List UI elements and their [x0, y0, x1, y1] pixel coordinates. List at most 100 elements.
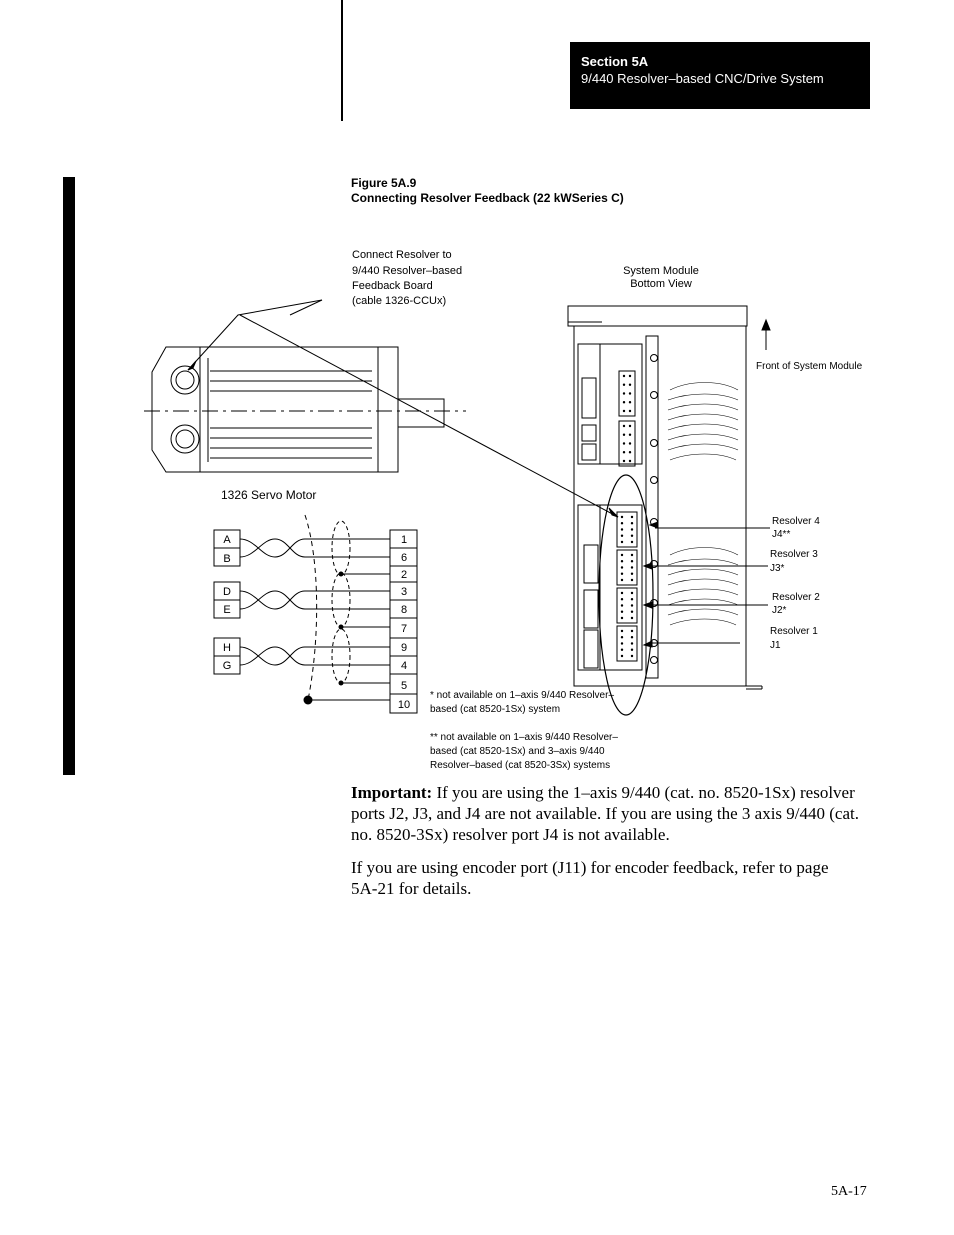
motor-pin-h: H: [223, 642, 231, 654]
connector-pin-dot: [620, 604, 624, 607]
connector-pin-dot: [620, 598, 624, 601]
board-pin-1: 1: [401, 534, 407, 546]
connector-pin-dot: [620, 522, 624, 525]
resolver-1-port: J1: [770, 640, 781, 651]
connector-pin-dot: [620, 515, 624, 519]
callout-line-2: 9/440 Resolver–based: [352, 265, 462, 277]
note-double-line-3: Resolver–based (cat 8520-3Sx) systems: [430, 760, 610, 771]
connector-pin-dot: [620, 534, 624, 537]
resolver-4-name: Resolver 4: [772, 516, 820, 527]
connector-pin-dot: [630, 654, 634, 658]
connector-pin-dot: [620, 528, 624, 531]
connector-pin-dot: [622, 409, 626, 413]
board-pin-9: 9: [401, 642, 407, 654]
connector-pin-dot: [628, 459, 632, 463]
connector-pin-dot: [630, 553, 634, 557]
connector-pin-dot: [630, 648, 634, 651]
important-label: Important:: [351, 783, 433, 802]
connector-pin-dot: [628, 374, 632, 378]
module-view-line-2: Bottom View: [630, 278, 692, 290]
connector-pin-dot: [620, 654, 624, 658]
connector-pin-dot: [622, 424, 626, 428]
board-pin-8: 8: [401, 604, 407, 616]
connector-pin-dot: [622, 433, 626, 436]
connector-pin-dot: [630, 604, 634, 607]
connector-pin-dot: [630, 566, 634, 569]
front-label: Front of System Module: [756, 361, 863, 372]
motor-pin-boxes: [213, 529, 241, 675]
note-single-line-1: * not available on 1–axis 9/440 Resolver…: [430, 690, 614, 701]
connector-pin-dot: [630, 572, 634, 575]
board-pin-4: 4: [401, 660, 407, 672]
board-pin-2: 2: [401, 569, 407, 581]
connector-pin-dot: [630, 528, 634, 531]
twisted-pairs: [239, 514, 390, 701]
change-bar: [63, 177, 75, 775]
connector-pin-dot: [620, 636, 624, 639]
board-pin-3: 3: [401, 586, 407, 598]
connector-pin-dot: [622, 392, 626, 395]
connector-pin-dot: [620, 642, 624, 645]
connector-pin-dot: [620, 560, 624, 563]
connector-pin-dot: [630, 534, 634, 537]
connector-pin-dot: [622, 401, 626, 404]
connector-pin-dot: [628, 433, 632, 436]
system-module: [567, 305, 763, 716]
encoder-paragraph: If you are using encoder port (J11) for …: [351, 858, 829, 898]
note-single-line-2: based (cat 8520-1Sx) system: [430, 704, 560, 715]
connector-pin-dot: [622, 442, 626, 445]
motor-pin-g: G: [223, 660, 232, 672]
figure-title: Connecting Resolver Feedback (22 kWSerie…: [351, 191, 624, 205]
connector-pin-dot: [630, 610, 634, 613]
connector-pin-dot: [628, 451, 632, 454]
resolver-2-name: Resolver 2: [772, 592, 820, 603]
connector-pin-dot: [620, 629, 624, 633]
board-pin-10: 10: [398, 699, 410, 711]
connector-pin-dot: [620, 566, 624, 569]
board-pin-column: [389, 529, 418, 714]
resolver-leaders: [642, 521, 770, 648]
board-pin-7: 7: [401, 623, 407, 635]
module-view-line-1: System Module: [623, 265, 699, 277]
motor-pin-e: E: [223, 604, 230, 616]
motor-pin-b: B: [223, 553, 230, 565]
connector-pins: [620, 374, 634, 658]
connector-pin-dot: [630, 578, 634, 582]
connector-pin-dot: [620, 553, 624, 557]
connector-pin-dot: [620, 648, 624, 651]
callout-line-3: Feedback Board: [352, 280, 433, 292]
connector-pin-dot: [622, 374, 626, 378]
connector-pin-dot: [630, 522, 634, 525]
resolver-3-name: Resolver 3: [770, 549, 818, 560]
section-title: Section 5A: [581, 54, 649, 69]
top-rule: [341, 0, 343, 121]
motor-pin-a: A: [223, 534, 231, 546]
connector-pin-dot: [630, 515, 634, 519]
connector-pin-dot: [620, 578, 624, 582]
resolver-3-port: J3*: [770, 563, 785, 574]
important-paragraph: Important: If you are using the 1–axis 9…: [351, 782, 876, 845]
connector-pin-dot: [620, 591, 624, 595]
resolver-2-port: J2*: [772, 605, 787, 616]
note-double-line-2: based (cat 8520-1Sx) and 3–axis 9/440: [430, 746, 605, 757]
connector-pin-dot: [620, 616, 624, 620]
motor-label: 1326 Servo Motor: [221, 488, 316, 502]
important-text: If you are using the 1–axis 9/440 (cat. …: [351, 783, 859, 844]
connector-pin-dot: [630, 540, 634, 544]
connector-pin-dot: [630, 560, 634, 563]
page-number: 5A-17: [831, 1184, 867, 1199]
figure-number: Figure 5A.9: [351, 176, 417, 190]
callout-line-1: Connect Resolver to: [352, 249, 452, 261]
connector-pin-dot: [630, 636, 634, 639]
connector-pin-dot: [628, 401, 632, 404]
servo-motor: [144, 346, 466, 473]
connector-pin-dot: [622, 451, 626, 454]
connector-pin-dot: [628, 424, 632, 428]
connector-pin-dot: [630, 598, 634, 601]
connector-pin-dot: [622, 459, 626, 463]
connector-pin-dot: [622, 383, 626, 386]
connector-pin-dot: [620, 610, 624, 613]
section-subtitle: 9/440 Resolver–based CNC/Drive System: [581, 71, 824, 86]
connector-pin-dot: [628, 392, 632, 395]
